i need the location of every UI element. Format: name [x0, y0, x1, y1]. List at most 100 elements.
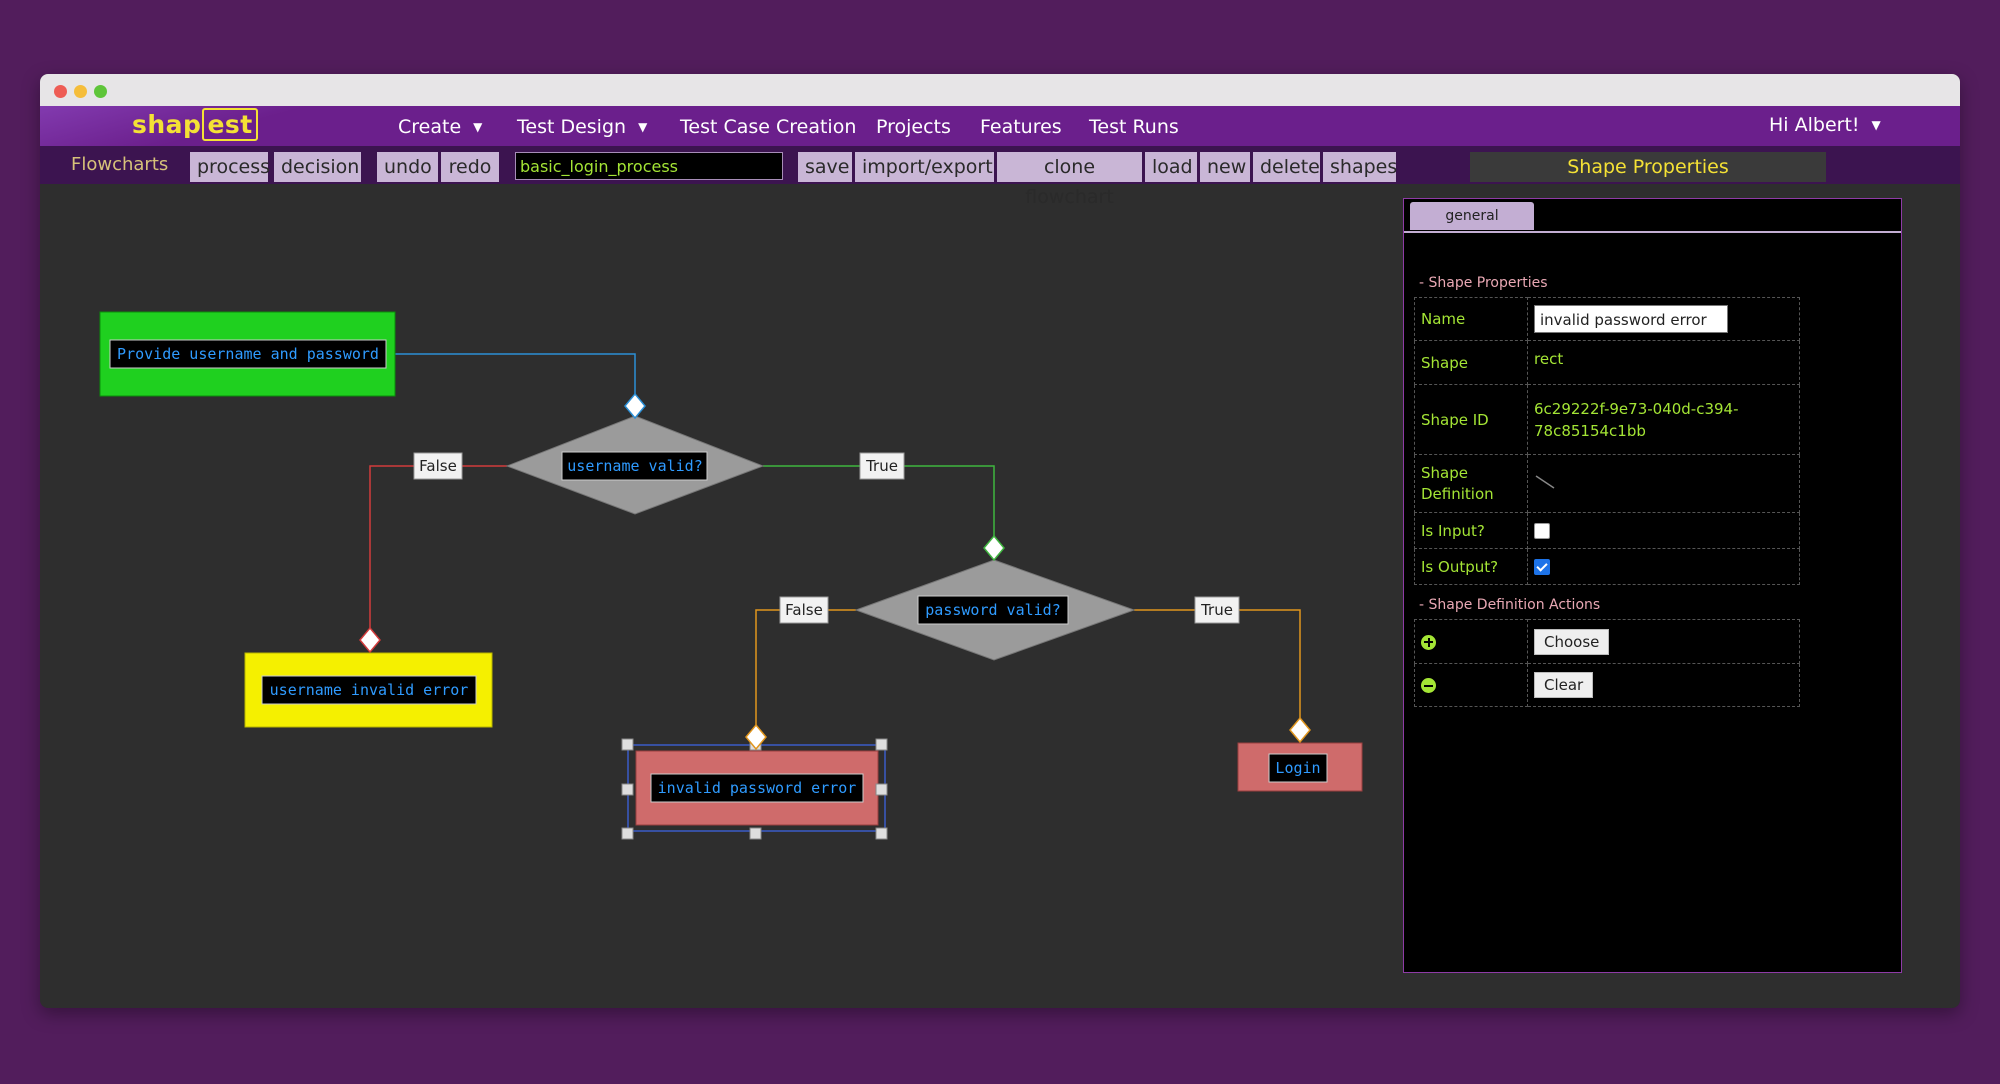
save-button[interactable]: save	[798, 152, 852, 182]
section-shape-properties: - Shape Properties	[1419, 275, 1548, 291]
edge-password-true	[1134, 609, 1301, 729]
name-cell: invalid password error	[1527, 297, 1800, 341]
resize-handle-ne[interactable]	[875, 738, 888, 751]
shape-value: rect	[1527, 340, 1800, 385]
node-login-label: Login	[1275, 759, 1320, 777]
tab-general[interactable]: general	[1410, 202, 1534, 230]
toolbar-section-label: Flowcharts	[71, 154, 169, 175]
resize-handle-sw[interactable]	[621, 827, 634, 840]
tab-underline	[1404, 231, 1901, 233]
flowchart-canvas[interactable]: Provide username and password username v…	[40, 184, 1400, 1008]
delete-button[interactable]: delete	[1253, 152, 1320, 182]
node-username-error-label: username invalid error	[270, 681, 469, 699]
connector-diamond-blue[interactable]	[624, 392, 646, 420]
node-username-valid-label-bg	[561, 451, 708, 481]
flowchart-name-input[interactable]: basic_login_process	[515, 152, 783, 180]
clear-button[interactable]: Clear	[1534, 672, 1594, 698]
resize-handle-s[interactable]	[749, 827, 762, 840]
resize-handle-w[interactable]	[621, 783, 634, 796]
is-input-checkbox[interactable]	[1534, 523, 1550, 539]
flowchart-toolbar: Flowcharts process decision undo redo ba…	[40, 146, 1960, 208]
add-cell	[1414, 619, 1528, 664]
row-name: Name invalid password error	[1414, 297, 1800, 341]
shape-properties-panel: general - Shape Properties Name invalid …	[1403, 198, 1902, 973]
shape-definition-key-1: Shape	[1421, 463, 1468, 482]
clone-flowchart-button[interactable]: clone flowchart	[997, 152, 1142, 208]
node-provide-label-bg	[109, 339, 387, 369]
row-clear: Clear	[1414, 663, 1800, 707]
shape-id-line-2: 78c85154c1bb	[1534, 421, 1646, 440]
nav-create-label: Create	[398, 116, 462, 138]
node-password-valid-label: password valid?	[925, 601, 1060, 619]
section-shape-definition-actions: - Shape Definition Actions	[1419, 597, 1601, 613]
flowchart-svg[interactable]: Provide username and password username v…	[40, 184, 1400, 1008]
edge-label-u-true: True	[865, 457, 898, 475]
nav-test-runs[interactable]: Test Runs	[1089, 116, 1179, 138]
undo-button[interactable]: undo	[377, 152, 438, 182]
nav-test-design-label: Test Design	[517, 116, 627, 138]
load-button[interactable]: load	[1145, 152, 1197, 182]
name-key: Name	[1414, 297, 1528, 341]
redo-button[interactable]: redo	[441, 152, 499, 182]
shapes-button[interactable]: shapes	[1323, 152, 1397, 182]
choose-button[interactable]: Choose	[1534, 628, 1610, 655]
nav-test-design[interactable]: Test Design▼	[517, 116, 647, 138]
clear-cell: Clear	[1527, 663, 1800, 707]
resize-handle-e[interactable]	[875, 783, 888, 796]
remove-cell	[1414, 663, 1528, 707]
line-shape-icon	[1535, 474, 1555, 489]
add-circle-icon	[1421, 634, 1436, 650]
window-titlebar	[40, 74, 1960, 106]
is-output-key: Is Output?	[1414, 548, 1528, 585]
chevron-down-icon: ▼	[473, 120, 483, 134]
row-shape: Shape rect	[1414, 340, 1800, 385]
close-window-icon[interactable]	[54, 85, 67, 98]
edge-password-false	[755, 609, 856, 727]
node-password-error-label: invalid password error	[658, 779, 857, 797]
is-output-checkbox[interactable]	[1534, 559, 1550, 575]
edge-label-p-false: False	[785, 601, 823, 619]
user-greeting: Hi Albert!	[1769, 114, 1860, 136]
row-is-output: Is Output?	[1414, 548, 1800, 585]
user-menu[interactable]: Hi Albert!▼	[1769, 114, 1881, 136]
node-login-label-bg	[1268, 753, 1328, 783]
connector-diamond-green[interactable]	[983, 534, 1005, 562]
minimize-window-icon[interactable]	[74, 85, 87, 98]
connector-diamond-orange-left[interactable]	[745, 723, 767, 751]
decision-button[interactable]: decision	[274, 152, 361, 182]
edge-label-u-false-bg	[413, 452, 463, 480]
connector-diamond-orange-right[interactable]	[1289, 716, 1311, 744]
logo-background	[40, 106, 340, 146]
new-button[interactable]: new	[1200, 152, 1250, 182]
edge-label-p-true: True	[1200, 601, 1233, 619]
node-username-valid-label: username valid?	[567, 457, 702, 475]
process-button[interactable]: process	[190, 152, 270, 182]
maximize-window-icon[interactable]	[94, 85, 107, 98]
row-choose: Choose	[1414, 619, 1800, 664]
node-password-valid-label-bg	[917, 595, 1069, 625]
nav-features[interactable]: Features	[980, 116, 1062, 138]
nav-projects[interactable]: Projects	[876, 116, 951, 138]
shape-definition-value	[1527, 454, 1800, 513]
shape-id-line-1: 6c29222f-9e73-040d-c394-	[1534, 399, 1739, 418]
nav-test-case-creation[interactable]: Test Case Creation	[680, 116, 857, 138]
resize-handle-se[interactable]	[875, 827, 888, 840]
name-input[interactable]: invalid password error	[1534, 305, 1728, 333]
node-provide-label: Provide username and password	[117, 345, 379, 363]
shape-properties-table: Name invalid password error Shape rect S…	[1414, 297, 1800, 585]
edge-username-false	[369, 465, 507, 634]
nav-create[interactable]: Create ▼	[398, 116, 482, 138]
edge-username-true	[763, 465, 995, 541]
shape-actions-table: Choose Clear	[1414, 619, 1800, 707]
node-password-error-label-bg	[650, 773, 864, 803]
connector-diamond-red[interactable]	[359, 626, 381, 654]
import-export-button[interactable]: import/export	[855, 152, 994, 182]
shape-properties-header: Shape Properties	[1470, 152, 1826, 182]
resize-handle-nw[interactable]	[621, 738, 634, 751]
shape-id-key: Shape ID	[1414, 384, 1528, 455]
